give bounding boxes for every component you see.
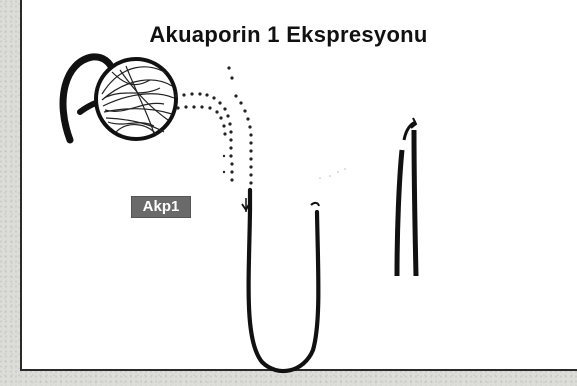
faint-speckle — [319, 168, 346, 179]
collecting-duct-left — [397, 150, 402, 276]
loop-of-henle — [249, 190, 319, 371]
dotted-tubule — [174, 66, 252, 184]
akp1-label: Akp1 — [131, 196, 191, 218]
cell-circle — [96, 59, 176, 139]
loop-end-mark-right — [311, 203, 319, 206]
collecting-duct-right — [414, 130, 416, 276]
